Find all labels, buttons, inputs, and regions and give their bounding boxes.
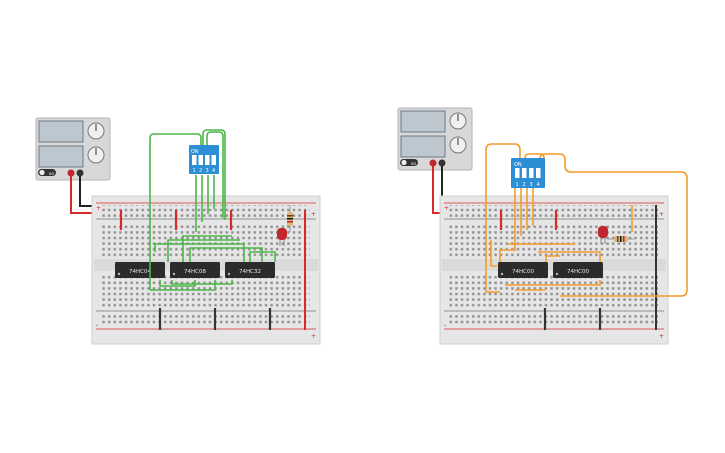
left-circuit: on + + - + — [35, 117, 321, 345]
chip-label: 74HC32 — [239, 269, 261, 275]
voltage-display — [38, 120, 84, 143]
resistor-left[interactable] — [287, 205, 293, 232]
current-display — [38, 145, 84, 168]
dip-position-label: 1 — [516, 182, 519, 188]
rail-plus-label: + — [444, 205, 449, 212]
power-switch-label: on — [49, 171, 54, 176]
chip-74hc04[interactable]: 74HC04 — [115, 262, 165, 278]
dip-toggle-4[interactable] — [211, 155, 217, 165]
dip-position-label: 3 — [530, 182, 533, 188]
rail-plus-label-bottom: + — [311, 333, 316, 340]
dip-toggle-3[interactable] — [205, 155, 210, 165]
dip-toggle-4[interactable] — [536, 168, 541, 178]
dip-toggle-2[interactable] — [198, 155, 204, 165]
chip-label: 74HC08 — [184, 269, 206, 275]
orange-wires[interactable] — [485, 143, 688, 297]
dip-toggle-1[interactable] — [192, 155, 197, 165]
chip-74hc32[interactable]: 74HC32 — [225, 262, 275, 278]
dip-switch-left[interactable]: ON 1 2 3 4 — [189, 145, 219, 174]
chip-74hc08[interactable]: 74HC08 — [170, 262, 220, 278]
dip-position-label: 4 — [212, 168, 215, 174]
led-right[interactable] — [598, 226, 608, 244]
power-supply-left[interactable]: on — [35, 117, 111, 181]
voltage-display — [400, 110, 446, 133]
resistor-right[interactable] — [608, 236, 634, 242]
current-display — [400, 135, 446, 158]
dip-on-label: ON — [514, 162, 522, 168]
dip-position-label: 4 — [537, 182, 540, 188]
led-left[interactable] — [277, 228, 287, 246]
rail-plus-label: + — [96, 205, 101, 212]
right-circuit: on + + - + — [397, 107, 688, 345]
rail-plus-label-bottom: + — [659, 333, 664, 340]
dip-switch-right[interactable]: ON 1 2 3 4 — [511, 158, 545, 188]
dip-on-label: ON — [191, 149, 199, 155]
dip-position-label: 2 — [199, 168, 202, 174]
dip-toggle-3[interactable] — [529, 168, 534, 178]
negative-terminal[interactable] — [76, 169, 84, 177]
rail-minus-label: - — [96, 322, 98, 329]
positive-terminal[interactable] — [67, 169, 75, 177]
rail-plus-label-right: + — [311, 211, 316, 218]
dip-position-label: 3 — [206, 168, 209, 174]
power-supply-right[interactable]: on — [397, 107, 473, 171]
green-wires[interactable] — [149, 129, 276, 291]
chip-74hc00-b[interactable]: 74HC00 — [553, 262, 603, 278]
dip-position-label: 2 — [523, 182, 526, 188]
chip-label: 74HC00 — [567, 269, 589, 275]
chip-label: 74HC04 — [129, 269, 151, 275]
dip-position-label: 1 — [193, 168, 196, 174]
negative-terminal[interactable] — [438, 159, 446, 167]
positive-terminal[interactable] — [429, 159, 437, 167]
dip-toggle-2[interactable] — [522, 168, 527, 178]
chip-label: 74HC00 — [512, 269, 534, 275]
dip-toggle-1[interactable] — [515, 168, 520, 178]
rail-plus-label-right: + — [659, 211, 664, 218]
power-switch-label: on — [411, 161, 416, 166]
rail-minus-label: - — [444, 322, 446, 329]
chip-74hc00-a[interactable]: 74HC00 — [498, 262, 548, 278]
